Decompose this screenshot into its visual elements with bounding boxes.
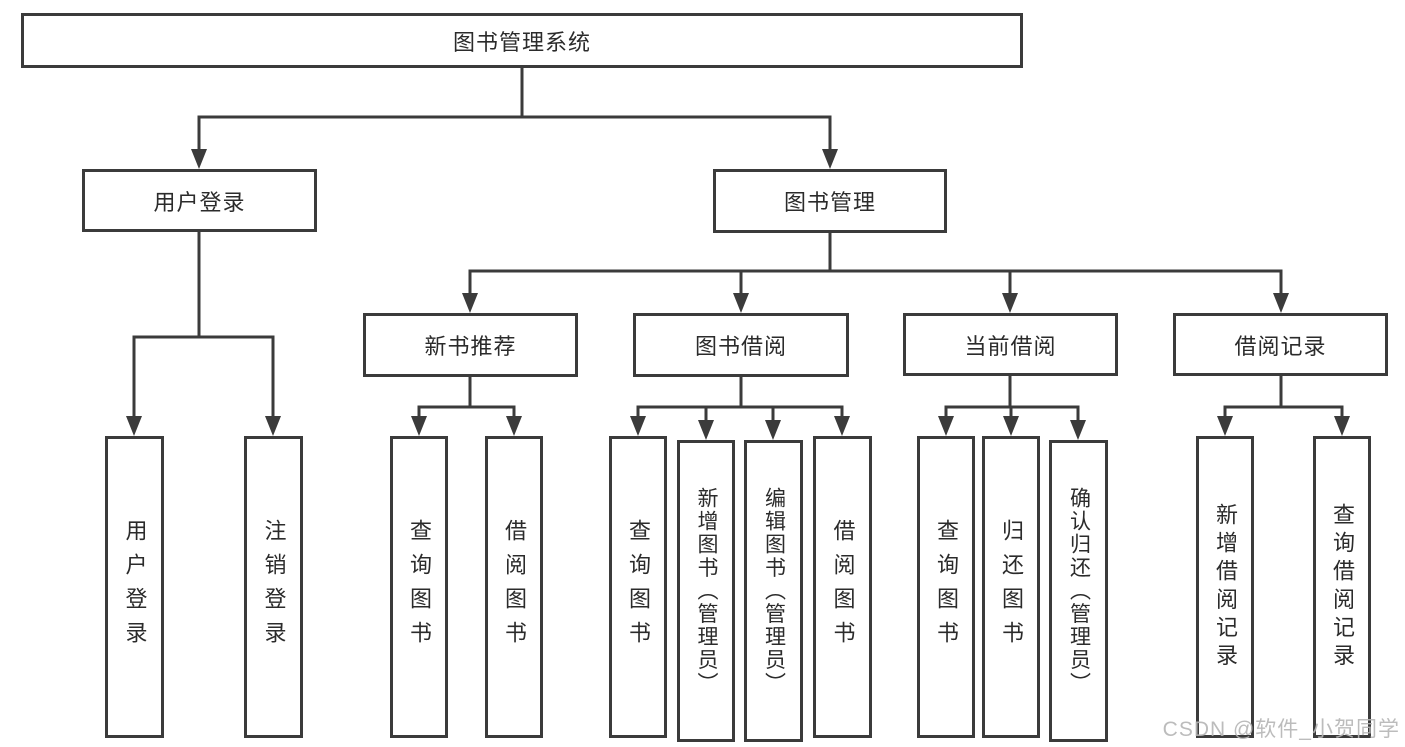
leaf-query-books-borrow: 查询图书: [609, 436, 667, 738]
leaf-user-login: 用户登录: [105, 436, 164, 738]
node-label: 借阅图书: [830, 518, 856, 656]
leaf-query-books-recommend: 查询图书: [390, 436, 448, 738]
node-current-borrowing: 当前借阅: [903, 313, 1118, 376]
node-label: 归还图书: [999, 518, 1024, 656]
leaf-logout: 注销登录: [244, 436, 303, 738]
node-label: 查询图书: [934, 518, 959, 656]
node-label: 借阅记录: [1234, 333, 1327, 359]
leaf-query-borrow-record: 查询借阅记录: [1313, 436, 1371, 738]
node-new-book-recommendation: 新书推荐: [363, 313, 578, 377]
node-label: 用户登录: [153, 189, 246, 215]
node-label: 用户登录: [122, 518, 148, 656]
leaf-return-books: 归还图书: [982, 436, 1040, 738]
node-user-login-branch: 用户登录: [82, 169, 317, 232]
node-library-management-system: 图书管理系统: [21, 13, 1023, 68]
node-label: 注销登录: [261, 518, 287, 656]
arrowheads: [126, 149, 1350, 440]
node-book-borrowing: 图书借阅: [633, 313, 849, 377]
node-label: 图书管理: [783, 190, 876, 215]
node-label: 查询借阅记录: [1330, 502, 1355, 672]
leaf-add-borrow-record: 新增借阅记录: [1196, 436, 1254, 738]
node-book-management-branch: 图书管理: [713, 169, 947, 233]
node-label: 当前借阅: [964, 333, 1057, 359]
leaf-edit-books-admin: 编辑图书（管理员）: [744, 440, 803, 742]
node-label: 查询图书: [407, 518, 432, 656]
node-label: 新增借阅记录: [1213, 502, 1238, 672]
node-label: 新书推荐: [424, 334, 517, 359]
node-label: 借阅图书: [502, 518, 527, 656]
node-label: 编辑图书（管理员）: [762, 487, 786, 695]
node-label: 查询图书: [626, 518, 651, 656]
node-borrowing-records: 借阅记录: [1173, 313, 1388, 376]
node-label: 图书管理系统: [452, 29, 591, 55]
leaf-borrow-books-recommend: 借阅图书: [485, 436, 543, 738]
node-label: 图书借阅: [694, 334, 787, 359]
node-label: 确认归还（管理员）: [1067, 487, 1091, 695]
leaf-confirm-return-admin: 确认归还（管理员）: [1049, 440, 1108, 742]
leaf-borrow-books: 借阅图书: [813, 436, 872, 738]
leaf-add-books-admin: 新增图书（管理员）: [677, 440, 735, 742]
node-label: 新增图书（管理员）: [695, 487, 718, 695]
leaf-query-books-current: 查询图书: [917, 436, 975, 738]
